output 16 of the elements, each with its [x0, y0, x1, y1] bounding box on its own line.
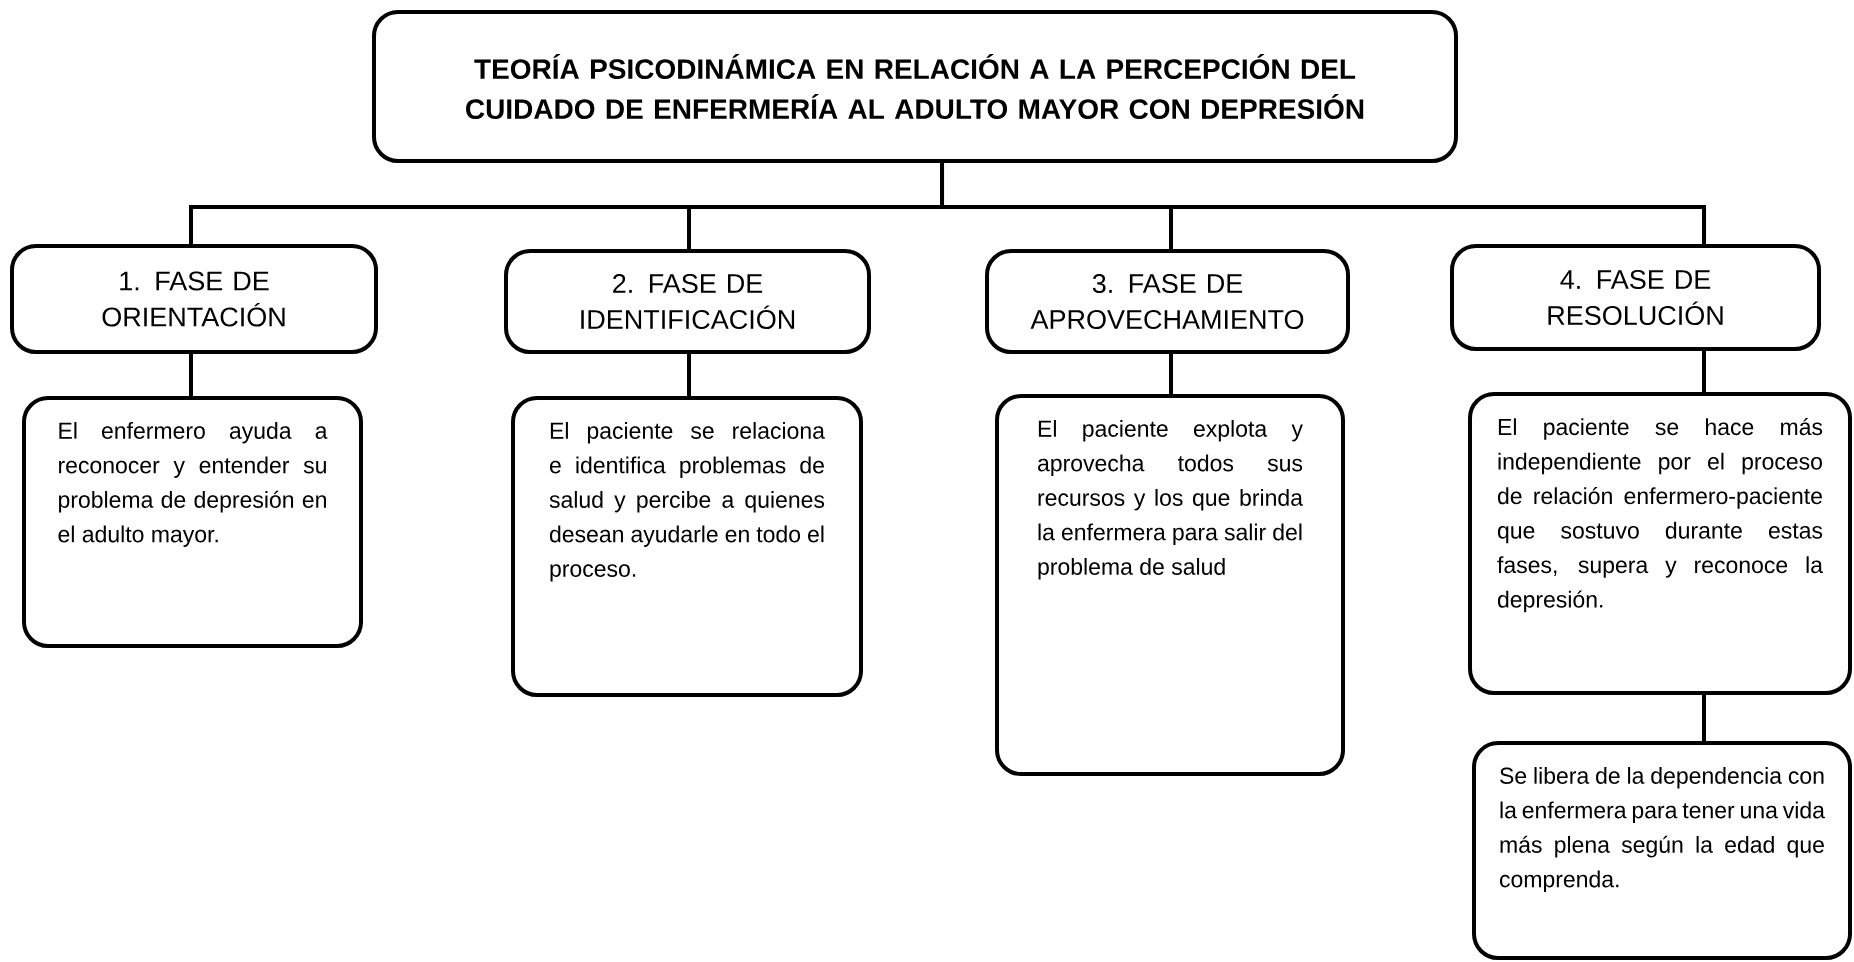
phase-box: 4. FASE DE RESOLUCIÓN — [1450, 244, 1821, 351]
description-box: Se libera de la dependencia con la enfermera para tener una vida más plena según la edad que comprenda. — [1472, 741, 1852, 960]
description-box: El paciente se relaciona e identifica problemas de salud y percibe a quienes desean ayudarle en todo el proceso. — [511, 396, 863, 697]
phase-box: 1. FASE DE ORIENTACIÓN — [10, 244, 378, 354]
description-box: El paciente se hace más independiente por el proceso de relación enfermero-paciente que sostuvo durante estas fases, supera y reconoce la depresión. — [1468, 392, 1852, 695]
description-box: El paciente explota y aprovecha todos sus recursos y los que brinda la enfermera para salir del problema de salud — [995, 394, 1345, 776]
connector-line — [940, 163, 1706, 244]
connector-line — [189, 354, 193, 396]
connector-line — [1702, 695, 1706, 741]
title-box: TEORÍA PSICODINÁMICA EN RELACIÓN A LA PERCEPCIÓN DEL CUIDADO DE ENFERMERÍA AL ADULTO MAYOR CON DEPRESIÓN — [372, 10, 1458, 163]
connector-line — [1169, 354, 1173, 394]
phase-box: 2. FASE DE IDENTIFICACIÓN — [504, 249, 871, 354]
connector-line — [1702, 351, 1706, 392]
connector-line — [687, 354, 691, 396]
phase-box: 3. FASE DE APROVECHAMIENTO — [985, 249, 1350, 354]
description-box: El enfermero ayuda a reconocer y entender su problema de depresión en el adulto mayor. — [22, 396, 363, 648]
